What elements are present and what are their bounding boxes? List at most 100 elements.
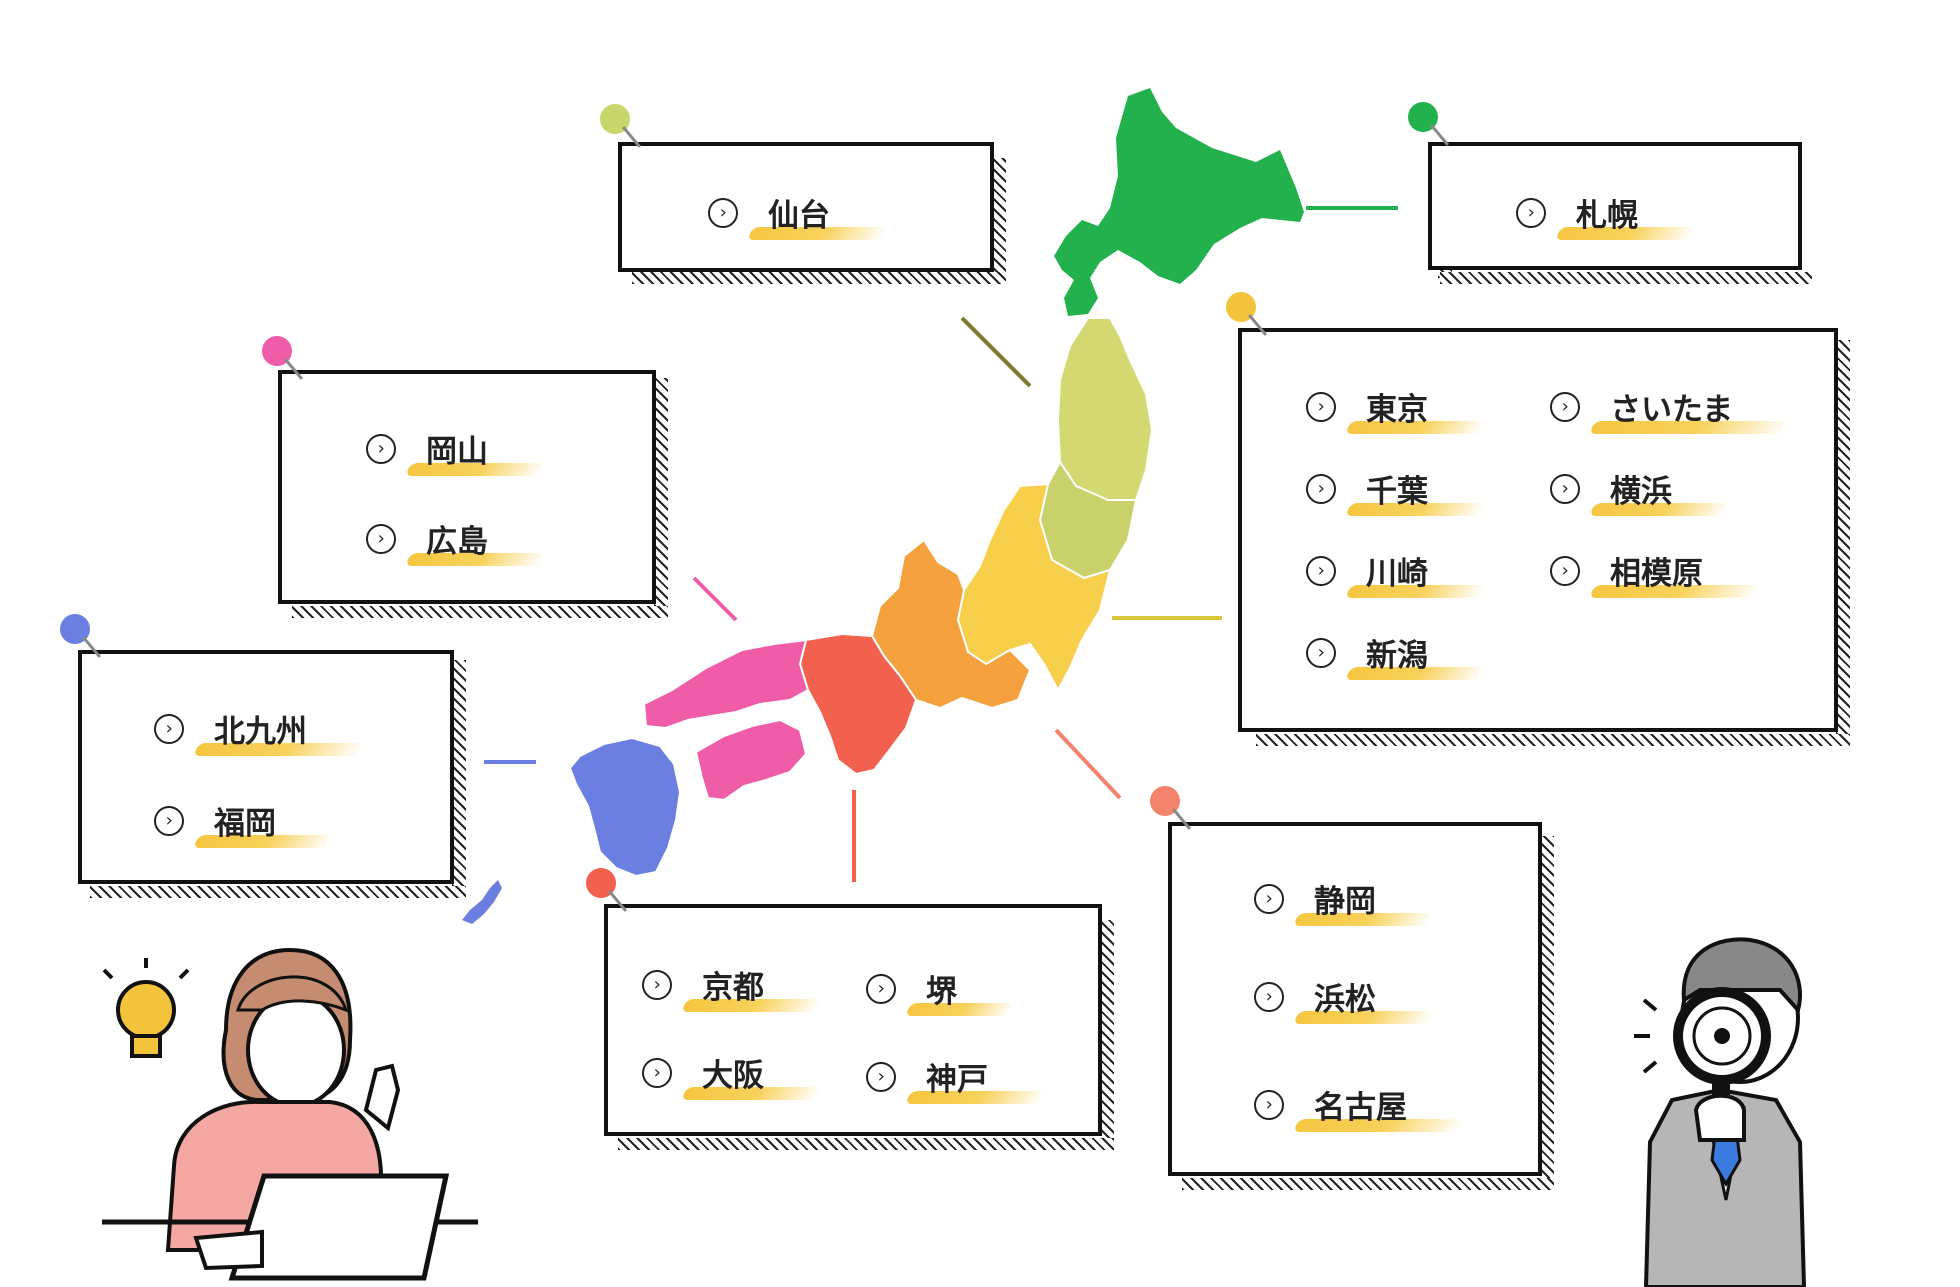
region-box-kinki: › 京都 › 堺 › 大阪 › 神戸 — [604, 904, 1102, 1136]
pushpin-icon — [60, 614, 90, 644]
man-with-magnifier-illustration — [1634, 937, 1807, 1287]
city-link-sapporo[interactable]: › 札幌 — [1516, 190, 1656, 235]
city-link-shizuoka[interactable]: › 静岡 — [1254, 876, 1394, 921]
city-link-fukuoka[interactable]: › 福岡 — [154, 798, 294, 843]
pushpin-icon — [1150, 786, 1180, 816]
box-shadow — [292, 606, 668, 618]
region-box-sendai: › 仙台 — [618, 142, 994, 272]
city-label: 相模原 — [1592, 556, 1721, 592]
pushpin-icon — [1408, 102, 1438, 132]
box-shadow — [1100, 920, 1114, 1150]
region-box-kanto: › 東京 › さいたま › 千葉 › 横浜 › 川崎 › 相模原 › 新潟 — [1238, 328, 1838, 732]
city-link-hamamatsu[interactable]: › 浜松 — [1254, 974, 1394, 1019]
chevron-right-icon: › — [154, 713, 184, 744]
city-label: さいたま — [1592, 392, 1751, 428]
chevron-right-icon: › — [1550, 391, 1580, 422]
chevron-right-icon: › — [1254, 1089, 1284, 1120]
chevron-right-icon: › — [866, 973, 896, 1004]
chevron-right-icon: › — [1306, 391, 1336, 422]
box-shadow — [992, 158, 1006, 278]
chevron-right-icon: › — [708, 197, 738, 228]
chevron-right-icon: › — [1550, 555, 1580, 586]
city-label: 大阪 — [684, 1058, 782, 1094]
box-shadow — [632, 272, 1006, 284]
connector-chugoku — [692, 576, 738, 622]
city-label: 岡山 — [408, 434, 506, 470]
box-shadow — [90, 886, 466, 898]
chevron-right-icon: › — [154, 805, 184, 836]
chevron-right-icon: › — [1306, 473, 1336, 504]
box-shadow — [1256, 734, 1850, 746]
pushpin-icon — [600, 104, 630, 134]
kyushu-shape — [568, 736, 682, 878]
box-shadow — [654, 378, 668, 616]
chevron-right-icon: › — [366, 523, 396, 554]
region-box-kyushu: › 北九州 › 福岡 — [78, 650, 454, 884]
city-link-hiroshima[interactable]: › 広島 — [366, 516, 506, 561]
region-box-tokai: › 静岡 › 浜松 › 名古屋 — [1168, 822, 1542, 1176]
city-link-okayama[interactable]: › 岡山 — [366, 426, 506, 471]
city-link-nagoya[interactable]: › 名古屋 — [1254, 1082, 1425, 1127]
hokkaido-shape — [1054, 88, 1304, 316]
city-label: 浜松 — [1296, 982, 1394, 1018]
box-shadow — [1440, 272, 1812, 284]
city-link-osaka[interactable]: › 大阪 — [642, 1050, 782, 1095]
chevron-right-icon: › — [1306, 555, 1336, 586]
pushpin-icon — [262, 336, 292, 366]
connector-sendai — [960, 316, 1032, 388]
city-link-kawasaki[interactable]: › 川崎 — [1306, 548, 1446, 593]
city-link-sagamihara[interactable]: › 相模原 — [1550, 548, 1721, 593]
connector-tokai — [1054, 728, 1122, 800]
city-link-kitakyushu[interactable]: › 北九州 — [154, 706, 325, 751]
box-shadow — [1540, 836, 1554, 1190]
chugoku-shape — [642, 638, 810, 730]
box-shadow — [1836, 340, 1850, 744]
chevron-right-icon: › — [1306, 637, 1336, 668]
city-link-kobe[interactable]: › 神戸 — [866, 1054, 1006, 1099]
city-link-yokohama[interactable]: › 横浜 — [1550, 466, 1690, 511]
pushpin-icon — [1226, 292, 1256, 322]
city-link-sendai[interactable]: › 仙台 — [708, 190, 848, 235]
city-label: 静岡 — [1296, 884, 1394, 920]
region-box-chugoku: › 岡山 › 広島 — [278, 370, 656, 604]
city-label: 名古屋 — [1296, 1090, 1425, 1126]
city-label: 川崎 — [1348, 556, 1446, 592]
city-label: 広島 — [408, 524, 506, 560]
box-shadow — [452, 660, 466, 896]
city-label: 千葉 — [1348, 474, 1446, 510]
okinawa-shape — [462, 880, 502, 924]
kanto-shape — [956, 482, 1112, 693]
woman-with-laptop-illustration — [102, 947, 478, 1281]
city-link-sakai[interactable]: › 堺 — [866, 966, 975, 1011]
city-label: 堺 — [908, 974, 975, 1010]
pushpin-icon — [586, 868, 616, 898]
city-label: 横浜 — [1592, 474, 1690, 510]
city-link-niigata[interactable]: › 新潟 — [1306, 630, 1446, 675]
chevron-right-icon: › — [642, 1057, 672, 1088]
chevron-right-icon: › — [642, 969, 672, 1000]
chevron-right-icon: › — [1254, 883, 1284, 914]
city-label: 札幌 — [1558, 198, 1656, 234]
city-label: 神戸 — [908, 1062, 1006, 1098]
city-label: 仙台 — [750, 198, 848, 234]
kinki-shape — [798, 632, 918, 776]
chevron-right-icon: › — [866, 1061, 896, 1092]
region-box-sapporo: › 札幌 — [1428, 142, 1802, 270]
city-link-saitama[interactable]: › さいたま — [1550, 384, 1751, 429]
tohoku-shape — [1056, 317, 1154, 501]
city-label: 京都 — [684, 970, 782, 1006]
chevron-right-icon: › — [1516, 197, 1546, 228]
city-label: 東京 — [1348, 392, 1446, 428]
box-shadow — [1182, 1178, 1554, 1190]
shikoku-shape — [694, 718, 808, 802]
city-label: 北九州 — [196, 714, 325, 750]
city-label: 福岡 — [196, 806, 294, 842]
chevron-right-icon: › — [1550, 473, 1580, 504]
city-link-kyoto[interactable]: › 京都 — [642, 962, 782, 1007]
chevron-right-icon: › — [366, 433, 396, 464]
city-link-chiba[interactable]: › 千葉 — [1306, 466, 1446, 511]
city-label: 新潟 — [1348, 638, 1446, 674]
city-link-tokyo[interactable]: › 東京 — [1306, 384, 1446, 429]
box-shadow — [618, 1138, 1114, 1150]
